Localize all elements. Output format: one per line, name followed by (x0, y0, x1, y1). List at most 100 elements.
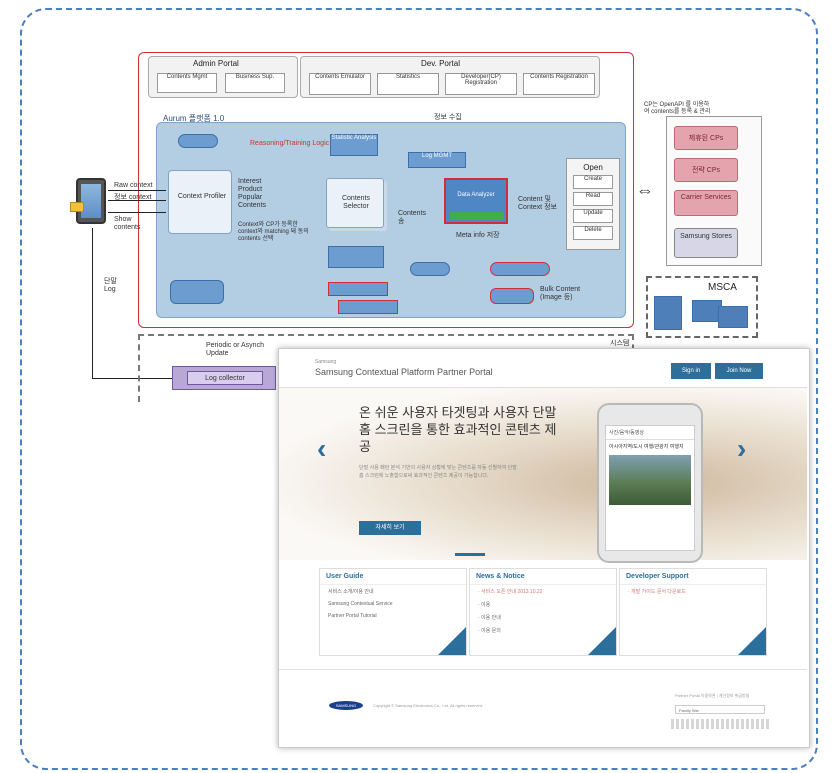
cp-box: Carrier Services (674, 190, 738, 216)
panel-item[interactable]: 서비스 소개/이용 안내 (328, 589, 374, 595)
family-site-select[interactable]: Family Site (675, 705, 765, 714)
periodic-label: Periodic or Asynch Update (206, 342, 264, 358)
arrow-line (108, 190, 166, 191)
panel-item[interactable]: · 이용 (478, 602, 491, 608)
terminal-log-label: 단말 Log (104, 278, 117, 294)
folder-icon (70, 202, 84, 212)
hero-title: 온 쉬운 사용자 타겟팅과 사용자 단말 홈 스크린을 통한 효과적인 콘텐츠 … (359, 405, 557, 454)
data-analyzer-label: Data Analyzer (457, 192, 495, 198)
panel-item[interactable]: · 이용 문의 (478, 628, 501, 634)
phone-screen (81, 184, 101, 218)
open-api-panel: Open Create Read Update Delete (566, 158, 620, 250)
db-box (338, 300, 398, 314)
msca-box (718, 306, 748, 328)
hero-more-button[interactable]: 자세히 보기 (359, 521, 421, 535)
phone-mockup: 사진/음악/동영상 아시아지역/도시 여행/관광지 여행지 (597, 403, 703, 563)
footer-links[interactable]: Partner Portal 이용약관 | 개인정보 취급방침 (675, 693, 750, 698)
open-api-item: Read (573, 192, 613, 206)
msca-box (654, 296, 682, 330)
matching-text: Context와 CP가 등록한 context와 matching 돼 동의 … (238, 222, 309, 242)
phone-photo (609, 455, 691, 505)
panel-item[interactable]: Partner Portal Tutorial (328, 613, 377, 619)
content-tags: Content 및 Context 정보 (518, 196, 557, 212)
platform-title: Aurum 플랫폼 1.0 (163, 114, 225, 123)
dashed-frame (20, 8, 818, 770)
samsung-logo: SAMSUNG (329, 701, 363, 710)
raw-context-label: Raw context (114, 182, 153, 189)
contents-label: Contents 송 (398, 210, 427, 226)
log-collector-box: Log collector (172, 366, 276, 390)
context-profiler: Context Profiler (168, 170, 232, 234)
admin-portal: Admin Portal Contents Mgmt Business Sup. (148, 56, 298, 98)
phone-device-icon (76, 178, 106, 224)
user-guide-panel: User Guide 서비스 소개/이용 안내 Samsung Contextu… (319, 568, 467, 656)
platform-area: Aurum 플랫폼 1.0 (156, 114, 626, 318)
arrow-line (108, 212, 166, 213)
admin-item: Business Sup. (225, 73, 285, 93)
reasoning-label: Reasoning/Training Logic (250, 140, 330, 147)
db-cylinder (178, 134, 218, 148)
context-profiler-label: Context Profiler (177, 193, 227, 200)
analyzer-green-bar (450, 212, 504, 220)
log-mgmt-box: Log MGMT (408, 152, 466, 168)
panel-item[interactable]: · 개발 가이드 문서 다운로드 (628, 589, 686, 595)
meta-info: Meta info 저장 (456, 232, 500, 239)
msca-title: MSCA (708, 282, 737, 293)
open-api-item: Delete (573, 226, 613, 240)
arrow-line (108, 200, 166, 201)
cp-note: CP는 OpenAPI 를 이용하여 contents를 등록 & 관리 (644, 102, 711, 115)
panel-title: User Guide (320, 569, 466, 585)
db-cylinder (410, 262, 450, 276)
db-box (328, 282, 388, 296)
db-cylinder (490, 262, 550, 276)
dev-portal: Dev. Portal Contents Emulator Statistics… (300, 56, 600, 98)
db-cylinder (170, 280, 224, 304)
panel-item[interactable]: · 서비스 오픈 안내 2013.10.22 (478, 589, 543, 595)
corner-triangle (738, 627, 766, 655)
log-collector-label: Log collector (187, 371, 263, 385)
panel-title: News & Notice (470, 569, 616, 585)
portal-brand: Samsung Contextual Platform Partner Port… (315, 367, 493, 377)
cp-box: Samsung Stores (674, 228, 738, 258)
carousel-prev-icon[interactable]: ‹ (317, 433, 327, 464)
open-api-item: Update (573, 209, 613, 223)
brand-small: Samsung (315, 359, 337, 365)
open-api-title: Open (583, 163, 603, 172)
contents-selector: Contents Selector (326, 178, 384, 228)
hero-description: 단말 사용 패턴 분석 기반의 사용자 상황에 맞는 콘텐츠를 자동 선별하여 … (359, 465, 517, 479)
phone-screen: 사진/음악/동영상 아시아지역/도시 여행/관광지 여행지 (605, 425, 695, 551)
dev-item: Contents Emulator (309, 73, 371, 95)
bulk-label: Bulk Content (Image 등) (540, 286, 581, 302)
dev-item: Developer(CP) Registration (445, 73, 517, 95)
statistics-box: Statistic Analysis (330, 134, 378, 156)
corner-triangle (438, 627, 466, 655)
architecture-diagram: Admin Portal Contents Mgmt Business Sup.… (62, 50, 762, 402)
corner-triangle (588, 627, 616, 655)
join-now-button[interactable]: Join Now (715, 363, 763, 379)
footer-copyright: Copyright © Samsung Electronics Co., Ltd… (373, 703, 484, 708)
panel-item[interactable]: · 이용 안내 (478, 615, 501, 621)
developer-support-panel: Developer Support · 개발 가이드 문서 다운로드 (619, 568, 767, 656)
show-contents-label: Show contents (114, 216, 141, 232)
interest-labels: Interest Product Popular Contents (238, 178, 267, 210)
carousel-indicator[interactable] (455, 553, 485, 556)
bottom-right-label: 시스템 (610, 340, 630, 347)
sign-in-button[interactable]: Sign in (671, 363, 711, 379)
header-divider (279, 387, 807, 388)
footer-fineprint (671, 719, 771, 729)
double-arrow-icon: ⇔ (636, 180, 654, 200)
panel-item[interactable]: Samsung Contextual Service (328, 601, 393, 607)
arrow-line (92, 228, 93, 378)
contents-selector-label: Contents Selector (341, 195, 371, 211)
cp-box: 제휴된 CPs (674, 126, 738, 150)
open-api-item: Create (573, 175, 613, 189)
phone-title: 사진/음악/동영상 (606, 426, 694, 440)
db-cylinder (490, 288, 534, 304)
context-label: 정보 context (114, 194, 152, 201)
cp-box: 전략 CPs (674, 158, 738, 182)
msca-group: MSCA (646, 276, 758, 338)
dev-item: Statistics (377, 73, 439, 95)
partner-portal-screenshot: Samsung Samsung Contextual Platform Part… (278, 348, 810, 748)
carousel-next-icon[interactable]: › (737, 433, 747, 464)
dev-portal-title: Dev. Portal (421, 59, 460, 68)
